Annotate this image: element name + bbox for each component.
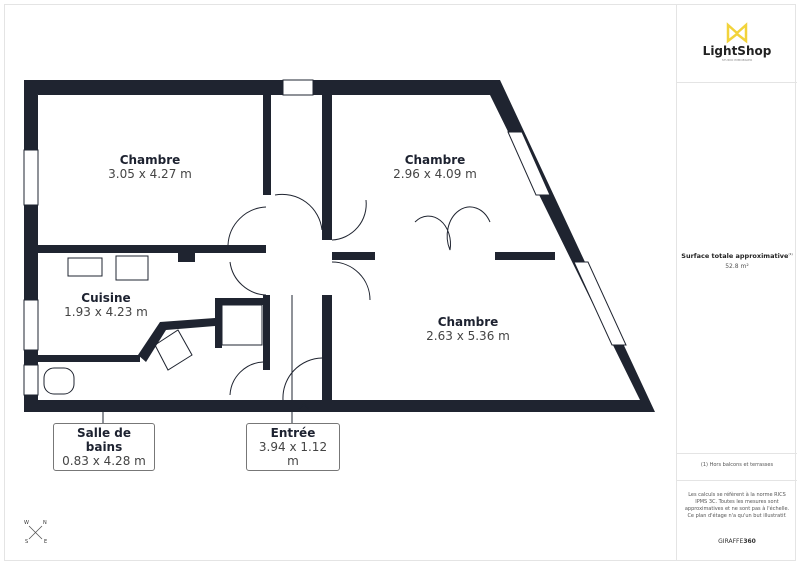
footnote-mark: (1) xyxy=(788,252,793,256)
compass-e: E xyxy=(44,539,47,545)
room-size: 3.94 x 1.12 m xyxy=(258,440,328,468)
room-name: Chambre xyxy=(437,315,499,329)
window xyxy=(23,149,39,206)
door xyxy=(282,357,323,401)
total-area: Surface totale approximative(1) 52.8 m² xyxy=(677,252,797,270)
room-name: Chambre xyxy=(119,153,181,167)
floor-plan: W N S E xyxy=(23,79,655,545)
window xyxy=(573,261,627,346)
door xyxy=(229,261,267,296)
door xyxy=(414,206,491,251)
entry-arrow-icon xyxy=(298,403,310,412)
brand-name: LightShop xyxy=(702,44,772,58)
total-area-label: Surface totale approximative xyxy=(681,252,789,260)
toilet xyxy=(43,367,75,395)
wall xyxy=(215,298,222,348)
room-size: 2.96 x 4.09 m xyxy=(393,167,477,181)
wall xyxy=(332,252,375,260)
room-size: 2.63 x 5.36 m xyxy=(426,329,510,343)
shower xyxy=(221,304,263,346)
wall xyxy=(38,245,266,253)
wall xyxy=(322,295,332,400)
room-size: 1.93 x 4.23 m xyxy=(64,305,148,319)
door xyxy=(331,199,367,241)
total-area-value: 52.8 m² xyxy=(725,263,749,270)
door xyxy=(229,361,264,396)
window xyxy=(23,299,39,351)
wall xyxy=(322,95,332,240)
footnote: (1) Hors balcons et terrasses xyxy=(700,462,774,468)
door xyxy=(331,261,371,301)
room-name: Cuisine xyxy=(81,291,131,305)
room-name: Entrée xyxy=(270,426,316,440)
compass-s: S xyxy=(25,539,28,545)
stove xyxy=(115,255,149,281)
frame xyxy=(4,4,796,561)
window xyxy=(282,79,314,96)
provider-suffix: 360 xyxy=(743,538,756,545)
info-panel: LightShop STUDIO IMMOBILIER Surface tota… xyxy=(676,4,797,561)
brand-tagline: STUDIO IMMOBILIER xyxy=(721,58,753,62)
wall xyxy=(38,355,140,362)
room-size: 3.05 x 4.27 m xyxy=(108,167,192,181)
provider-logo: GIRAFFE360 xyxy=(677,538,797,545)
bath-basin xyxy=(154,329,193,371)
logo-icon xyxy=(726,22,748,44)
door xyxy=(227,206,267,246)
sink xyxy=(67,257,103,277)
wall xyxy=(263,295,270,370)
window xyxy=(507,131,551,196)
wall xyxy=(138,318,215,362)
disclaimer: Les calculs se réfèrent à la norme RICS … xyxy=(684,492,790,519)
room-name: Salle de bains xyxy=(76,426,131,454)
wall xyxy=(263,95,271,195)
window xyxy=(23,364,39,396)
compass-w: W xyxy=(24,520,29,526)
wall xyxy=(215,298,265,305)
wall xyxy=(495,252,555,260)
compass-n: N xyxy=(43,520,47,526)
room-name: Chambre xyxy=(404,153,466,167)
compass-icon xyxy=(28,525,43,540)
door xyxy=(274,193,323,231)
wall xyxy=(178,245,195,262)
provider-prefix: GIRAFFE xyxy=(718,538,744,545)
room-size: 0.83 x 4.28 m xyxy=(62,454,146,468)
brand-logo: LightShop STUDIO IMMOBILIER xyxy=(677,22,797,62)
